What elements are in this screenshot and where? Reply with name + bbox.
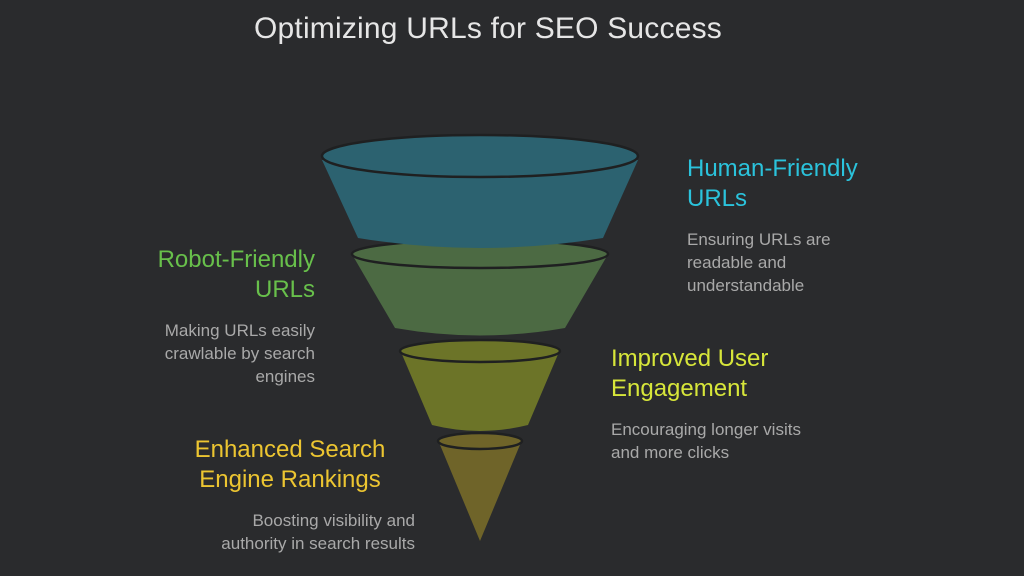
stage-description: Making URLs easily crawlable by search e… — [164, 321, 315, 386]
stage-heading: Human-Friendly URLs — [687, 155, 858, 212]
funnel-stage-3 — [398, 338, 562, 431]
stage-heading: Improved User Engagement — [611, 345, 769, 402]
stage-heading: Robot-Friendly URLs — [157, 246, 315, 303]
stage-user-engagement: Improved User Engagement Encouraging lon… — [611, 344, 911, 464]
stage-human-friendly: Human-Friendly URLs Ensuring URLs are re… — [687, 154, 947, 297]
stage-robot-friendly: Robot-Friendly URLs Making URLs easily c… — [60, 245, 315, 388]
funnel-stage-4 — [436, 431, 524, 541]
stage-description: Boosting visibility and authority in sea… — [221, 511, 415, 553]
funnel-stage-1 — [320, 133, 640, 248]
funnel-stage-2 — [350, 238, 610, 336]
stage-description: Encouraging longer visits and more click… — [611, 420, 801, 462]
stage-description: Ensuring URLs are readable and understan… — [687, 230, 831, 295]
stage-search-rankings: Enhanced Search Engine Rankings Boosting… — [120, 435, 415, 555]
stage-heading: Enhanced Search Engine Rankings — [194, 436, 386, 493]
page-title: Optimizing URLs for SEO Success — [253, 12, 722, 45]
